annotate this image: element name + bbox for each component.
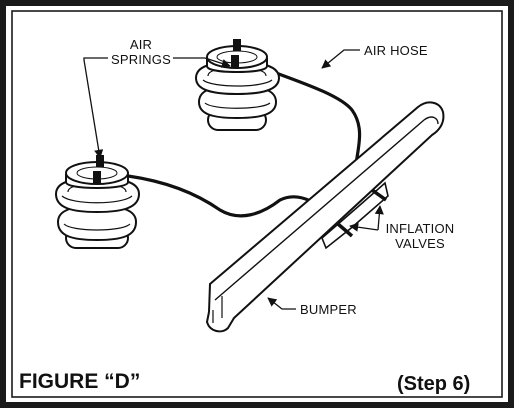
air-springs-label-line2: SPRINGS	[111, 52, 171, 67]
air-springs-label: AIR SPRINGS	[108, 37, 174, 67]
air-hose-label: AIR HOSE	[364, 43, 428, 58]
inflation-valves-label-line2: VALVES	[395, 236, 445, 251]
inflation-valves-label: INFLATION VALVES	[380, 221, 460, 251]
inflation-valves-label-line1: INFLATION	[385, 221, 455, 236]
step-label: (Step 6)	[397, 373, 471, 395]
figure-title: FIGURE “D”	[19, 370, 141, 393]
air-springs-label-line1: AIR	[129, 37, 153, 52]
air-spring-left	[54, 155, 141, 249]
inner-border	[11, 10, 503, 398]
bumper	[205, 101, 445, 333]
bumper-label: BUMPER	[300, 302, 357, 317]
leader-lines	[83, 49, 384, 310]
